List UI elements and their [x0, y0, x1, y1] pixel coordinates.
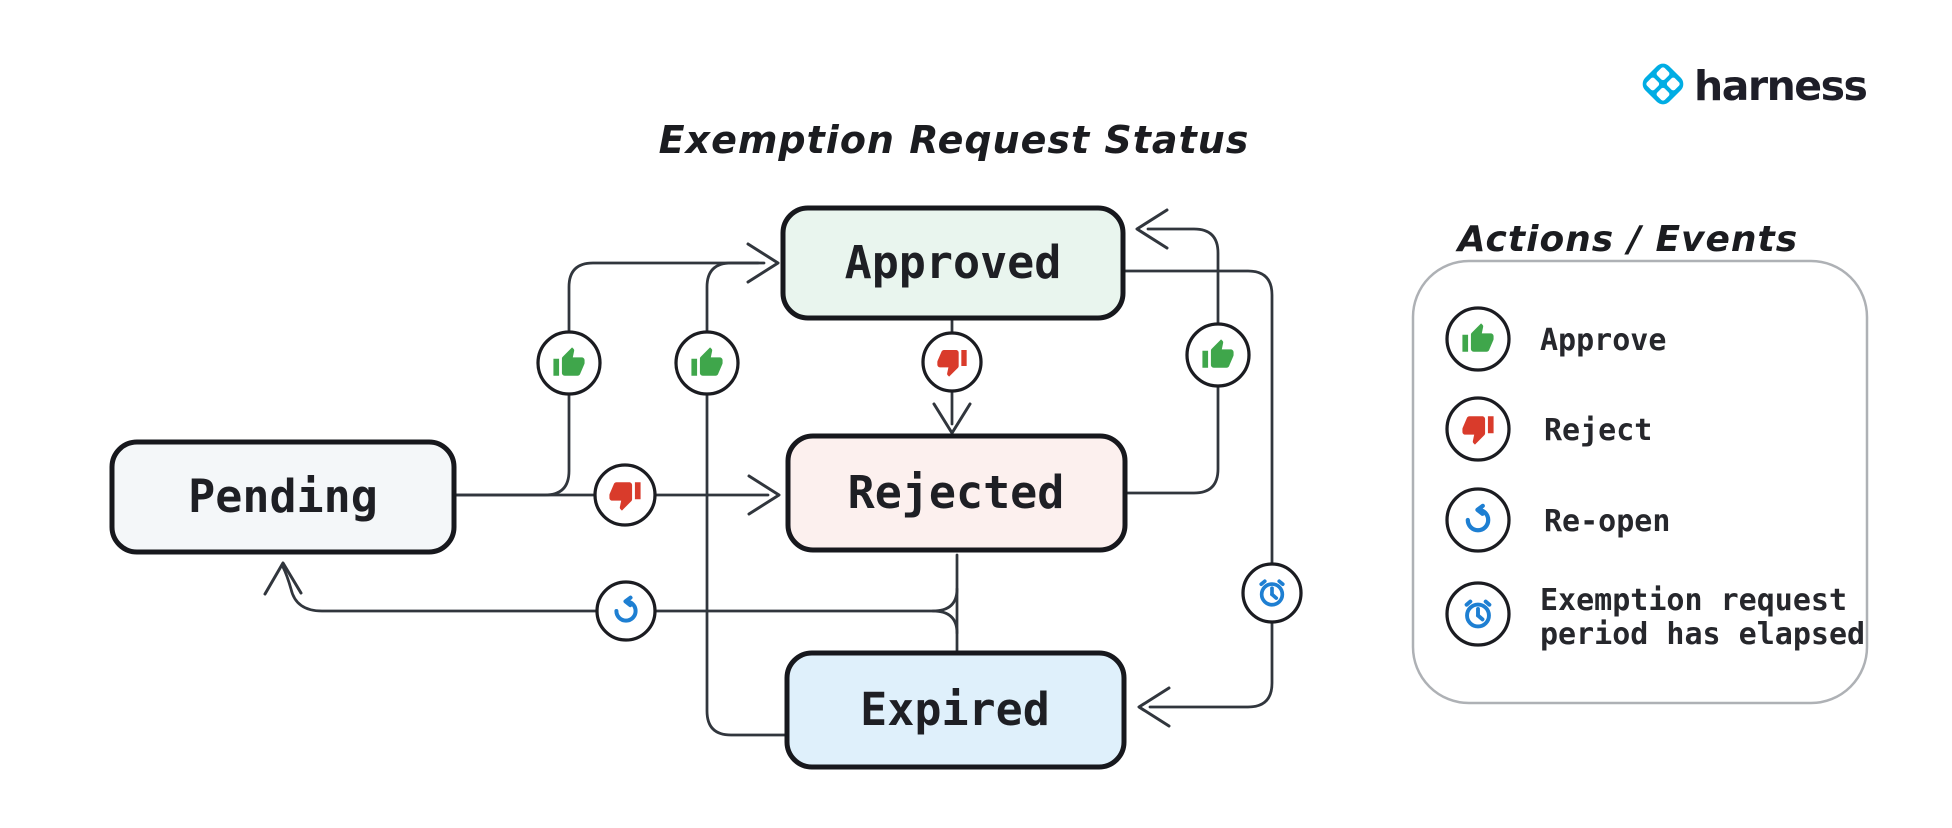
harness-logo-hole: [1646, 77, 1660, 91]
reject-badge-pending-rejected: [593, 463, 657, 527]
alarm-badge-approved-expired: [1241, 562, 1303, 624]
harness-wordmark: harness: [1694, 62, 1866, 110]
rejected-node-label: Rejected: [848, 466, 1065, 519]
arrowhead-into-rejected-top: [932, 402, 972, 435]
state-nodes: Pending Approved Rejected Expired: [109, 205, 1128, 770]
approve-badge-expired-approved: [674, 330, 740, 396]
legend-item-reject: Reject: [1445, 396, 1652, 462]
arrowhead-into-approved-left: [746, 242, 780, 284]
harness-logo-hole: [1656, 67, 1670, 81]
edge-badges: [536, 322, 1303, 642]
arrowhead-into-rejected-left: [747, 474, 781, 516]
harness-logo-diamond: [1642, 63, 1684, 105]
edge-approved-expired: [1121, 269, 1274, 709]
badge-circle: [595, 580, 657, 642]
harness-logo-icon: [1642, 63, 1684, 105]
legend-item-approve: Approve: [1445, 306, 1666, 372]
badge-circle: [1445, 487, 1511, 553]
harness-logo-hole: [1666, 77, 1680, 91]
arrowhead-into-expired-right: [1137, 686, 1171, 728]
pending-node-box: [109, 439, 457, 555]
expired-node-label: Expired: [860, 683, 1050, 736]
state-node-expired: Expired: [784, 650, 1127, 770]
state-node-rejected: Rejected: [785, 433, 1128, 553]
legend-label-approve: Approve: [1540, 323, 1666, 358]
diagram-title: Exemption Request Status: [659, 118, 1250, 162]
harness-logo-hole: [1656, 87, 1670, 101]
reject-badge-approved-rejected: [921, 331, 983, 393]
legend-label-reopen: Re-open: [1544, 504, 1670, 539]
state-node-pending: Pending: [109, 439, 457, 555]
legend-item-elapsed: Exemption request period has elapsed: [1445, 581, 1865, 652]
arrowhead-into-approved-right: [1135, 208, 1169, 250]
legend-label-elapsed-line1: Exemption request: [1540, 583, 1847, 618]
edge-reopen-expired-branch: [931, 609, 959, 635]
edges: [263, 208, 1274, 737]
edge-reopen-to-pending: [281, 565, 959, 613]
legend-title: Actions / Events: [1455, 219, 1798, 260]
legend-box: [1411, 259, 1869, 705]
legend-label-reject: Reject: [1544, 413, 1652, 448]
harness-logo: harness: [1642, 62, 1868, 110]
pending-node-label: Pending: [188, 470, 378, 523]
legend-label-elapsed-line2: period has elapsed: [1540, 617, 1865, 652]
approve-badge-pending-approved: [536, 330, 602, 396]
legend-item-reopen: Re-open: [1445, 487, 1670, 553]
edge-expired-approved: [705, 261, 789, 737]
reopen-badge-to-pending: [595, 580, 657, 642]
legend-panel: Actions / Events Approve Reject Re-open …: [1411, 219, 1869, 705]
approved-node-label: Approved: [845, 236, 1062, 289]
expired-node-box: [784, 650, 1127, 770]
approved-node-box: [780, 205, 1126, 321]
arrowhead-into-pending-bottom: [263, 561, 303, 596]
rejected-node-box: [785, 433, 1128, 553]
state-node-approved: Approved: [780, 205, 1126, 321]
approve-badge-rejected-approved: [1185, 322, 1251, 388]
